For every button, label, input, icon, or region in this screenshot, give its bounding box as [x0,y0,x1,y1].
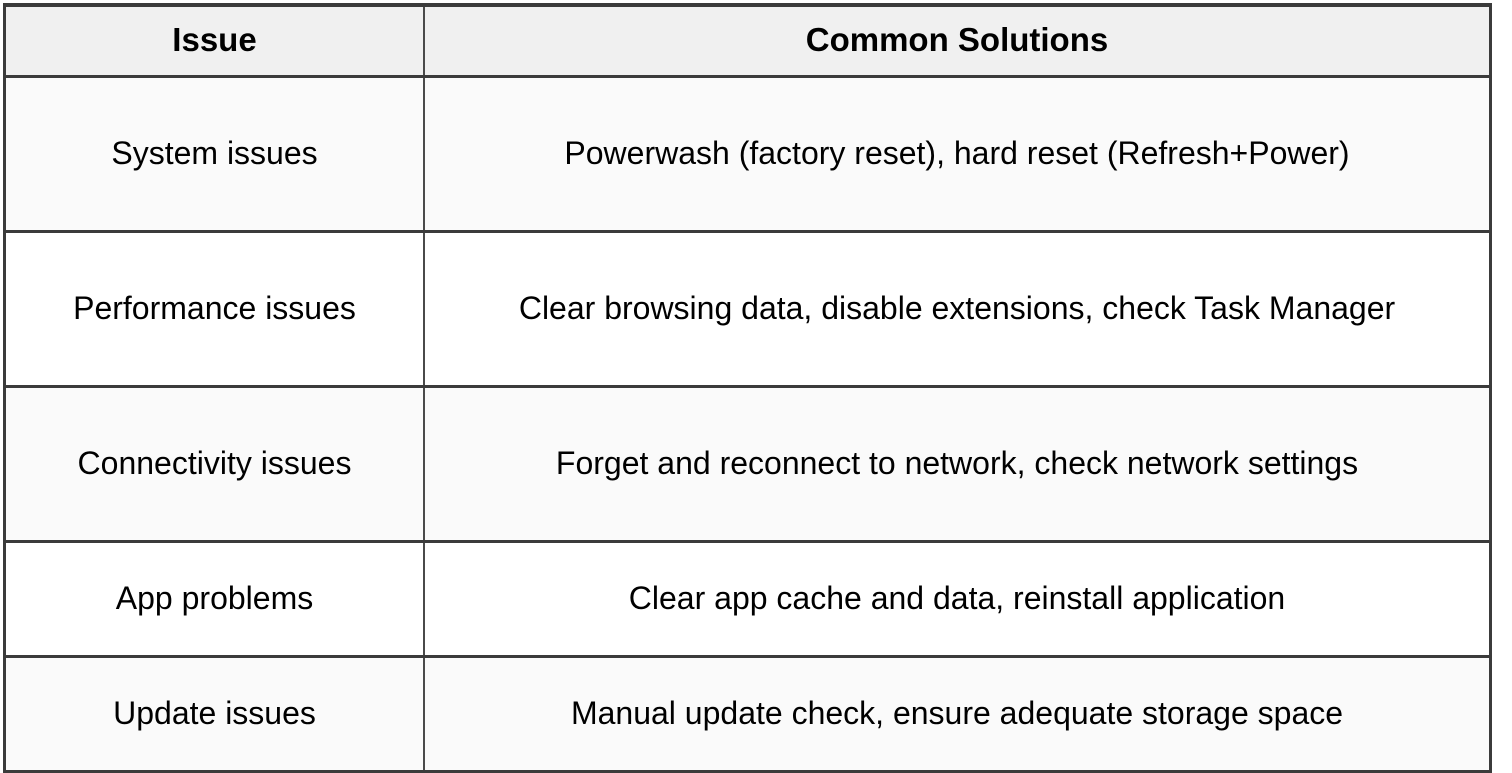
table-row: Update issues Manual update check, ensur… [6,656,1489,770]
table-row: App problems Clear app cache and data, r… [6,541,1489,658]
cell-solutions: Manual update check, ensure adequate sto… [424,656,1489,770]
table-header-row: Issue Common Solutions [6,7,1489,78]
issue-solutions-table: Issue Common Solutions System issues Pow… [6,7,1489,770]
table-header: Issue Common Solutions [6,7,1489,78]
cell-solutions: Clear app cache and data, reinstall appl… [424,541,1489,658]
cell-solutions: Powerwash (factory reset), hard reset (R… [424,76,1489,233]
column-header-issue: Issue [6,7,425,78]
table-row: Performance issues Clear browsing data, … [6,231,1489,388]
page-root: Issue Common Solutions System issues Pow… [3,3,1492,773]
column-header-common-solutions: Common Solutions [424,7,1489,78]
cell-issue: Connectivity issues [6,386,425,543]
cell-issue: System issues [6,76,425,233]
cell-solutions: Clear browsing data, disable extensions,… [424,231,1489,388]
cell-issue: Performance issues [6,231,425,388]
table-body: System issues Powerwash (factory reset),… [6,76,1489,770]
cell-solutions: Forget and reconnect to network, check n… [424,386,1489,543]
cell-issue: Update issues [6,656,425,770]
cell-issue: App problems [6,541,425,658]
table-row: Connectivity issues Forget and reconnect… [6,386,1489,543]
issue-solutions-table-container: Issue Common Solutions System issues Pow… [3,3,1492,773]
table-row: System issues Powerwash (factory reset),… [6,76,1489,233]
